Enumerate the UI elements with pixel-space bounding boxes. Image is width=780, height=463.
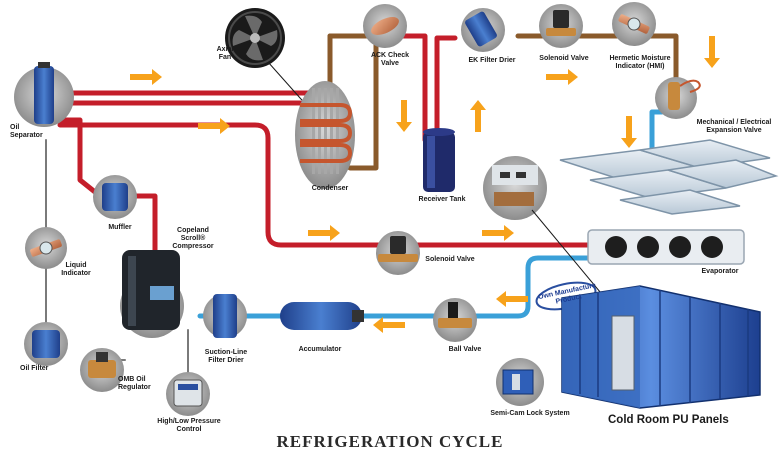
label-semi-cam-lock: Semi-Cam Lock System	[490, 410, 570, 417]
hermetic-moisture-indicator	[612, 2, 656, 46]
flow-arrow-3	[308, 225, 340, 241]
flow-arrow-left-2	[373, 317, 405, 333]
condenser	[295, 81, 355, 189]
flow-arrow-down-2	[704, 36, 720, 68]
ack-check-valve	[363, 4, 407, 48]
oil-separator	[14, 62, 74, 127]
flow-arrow-down-3	[621, 116, 637, 148]
high-low-pressure-control	[166, 372, 210, 416]
label-hmi: Hermetic Moisture Indicator (HMI)	[609, 55, 671, 70]
label-expansion-valve: Mechanical / Electrical Expansion Valve	[696, 119, 772, 134]
receiver-tank	[423, 128, 455, 192]
label-accumulator: Accumulator	[298, 346, 342, 353]
axial-fan	[225, 8, 326, 127]
discharge-line-to-muffler	[57, 117, 158, 253]
ek-filter-drier	[461, 8, 505, 52]
label-receiver-tank: Receiver Tank	[418, 196, 466, 203]
label-axial-fan: Axial Fan	[216, 46, 234, 61]
flow-arrow-down-1	[396, 100, 412, 132]
hot-line-long	[57, 122, 593, 248]
evaporator-unit	[587, 229, 745, 265]
label-ball-valve: Ball Valve	[448, 346, 482, 353]
solenoid-valve-mid	[376, 231, 420, 275]
label-ack-check-valve: ACK Check Valve	[370, 52, 410, 67]
condenser-to-check	[392, 33, 428, 143]
accumulator	[280, 302, 364, 330]
label-solenoid-valve-mid: Solenoid Valve	[425, 256, 475, 263]
label-solenoid-valve-top: Solenoid Valve	[539, 55, 589, 62]
expansion-valve	[655, 77, 701, 119]
label-oil-filter: Oil Filter	[20, 365, 49, 372]
label-omb-oil-regulator: OMB Oil Regulator	[118, 376, 151, 391]
flow-arrow-left-1	[496, 291, 528, 307]
label-evaporator: Evaporator	[701, 268, 739, 275]
omb-oil-regulator	[80, 348, 124, 392]
diagram-title: REFRIGERATION CYCLE	[276, 432, 504, 451]
label-compressor: Copeland Scroll® Compressor	[172, 227, 214, 250]
label-ek-filter-drier: EK Filter Drier	[468, 57, 516, 64]
ball-valve	[433, 298, 477, 342]
solenoid-valve-top	[539, 4, 583, 48]
liquid-indicator	[25, 227, 67, 269]
flow-arrow-4	[482, 225, 514, 241]
label-condenser: Condenser	[311, 185, 349, 192]
receiver-riser	[434, 35, 458, 143]
label-liquid-indicator: Liquid Indicator	[61, 262, 91, 277]
flow-arrows	[130, 36, 720, 333]
flow-arrow-1	[130, 69, 162, 85]
cold-room-pu-panels	[561, 285, 761, 409]
evaporator-coil-trays	[559, 139, 779, 215]
label-oil-separator: Oil Separator	[10, 124, 43, 139]
muffler	[93, 175, 137, 219]
flow-arrow-2	[198, 118, 230, 134]
oil-filter	[24, 322, 68, 366]
suction-return	[197, 255, 593, 319]
semi-cam-lock-system	[496, 358, 544, 406]
flow-arrow-5	[546, 69, 578, 85]
copeland-scroll-compressor	[120, 250, 184, 338]
label-cold-room: Cold Room PU Panels	[608, 414, 729, 426]
label-suction-line-filter-drier: Suction-Line Filter Drier	[204, 349, 248, 364]
flow-arrow-up	[470, 100, 486, 132]
label-muffler: Muffler	[108, 224, 132, 231]
suction-line-filter-drier	[203, 294, 247, 338]
label-pressure-control: High/Low Pressure Control	[157, 418, 221, 433]
cold-room-product-photo	[483, 156, 616, 311]
suction-to-evap	[649, 109, 665, 151]
